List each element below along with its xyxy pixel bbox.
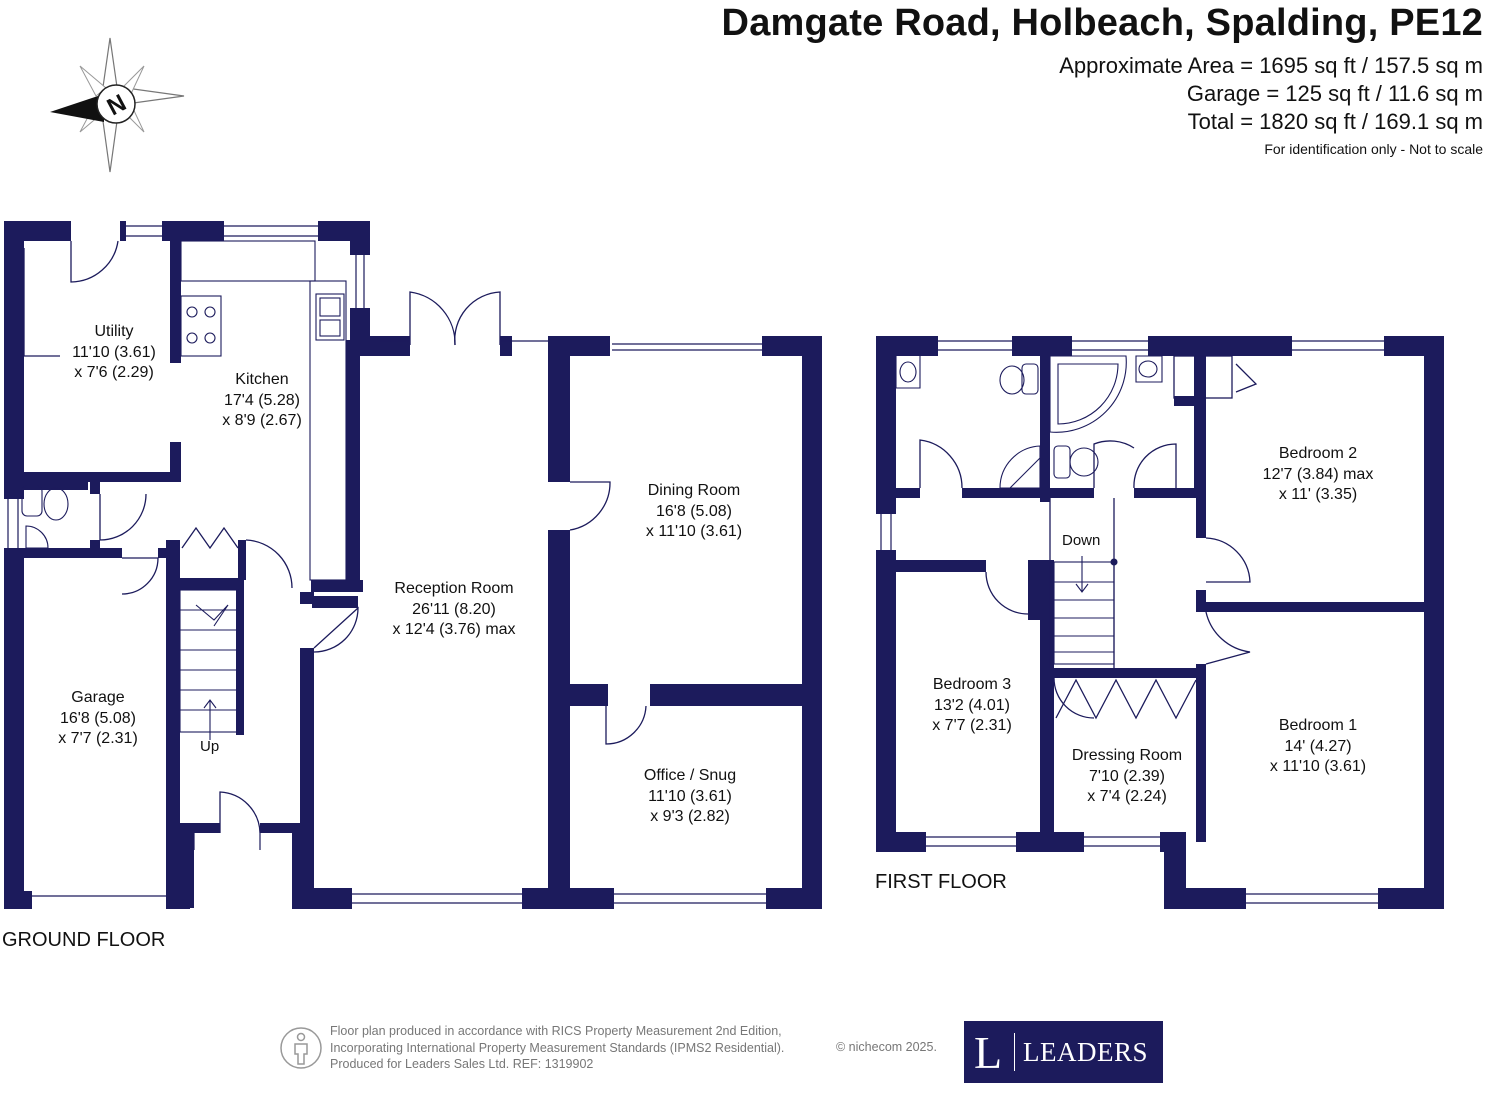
room-dimension: x 11'10 (3.61) [1269,758,1367,775]
ground-floor-label: GROUND FLOOR [2,929,166,951]
area-line: Approximate Area = 1695 sq ft / 157.5 sq… [1059,53,1483,78]
room-label-bedroom-1: Bedroom 1 14' (4.27) x 11'10 (3.61) [1270,716,1366,778]
room-label-bedroom-3: Bedroom 3 13'2 (4.01) x 7'7 (2.31) [932,675,1012,737]
first-floor-label: FIRST FLOOR [875,871,1007,893]
first-floor-doors [919,355,1258,720]
room-dimension: x 11'10 (3.61) [645,523,743,540]
area-line: Garage = 125 sq ft / 11.6 sq m [1186,81,1483,106]
room-label-dining: Dining Room 16'8 (5.08) x 11'10 (3.61) [646,481,742,543]
ground-floor-windows [7,225,766,904]
room-dimension: 11'10 (3.61) [648,787,732,805]
copyright: © nichecom 2025. [836,1040,937,1054]
room-name: Bedroom 2 [1278,445,1358,462]
room-dimension: x 7'7 (2.31) [932,717,1012,734]
leaders-logo: L LEADERS [964,1021,1163,1083]
room-name: Kitchen [235,371,289,388]
room-label-kitchen: Kitchen 17'4 (5.28) x 8'9 (2.67) [222,370,302,432]
ipms-person-icon [280,1027,322,1069]
stairs-up-label: Up [200,738,220,755]
logo-letter: L [974,1026,1003,1078]
room-dimension: 16'8 (5.08) [59,709,136,727]
room-label-utility: Utility 11'10 (3.61) x 7'6 (2.29) [72,322,156,384]
room-name: Utility [94,323,134,340]
room-label-dressing-room: Dressing Room 7'10 (2.39) x 7'4 (2.24) [1072,746,1182,808]
room-dimension: 26'11 (8.20) [412,600,496,618]
room-dimension: 11'10 (3.61) [72,343,156,361]
logo-word: LEADERS [1023,1036,1148,1067]
room-dimension: 16'8 (5.08) [656,502,732,520]
room-dimension: 7'10 (2.39) [1088,767,1165,785]
bathroom-fittings [895,355,1163,489]
room-dimension: 13'2 (4.01) [933,696,1010,714]
first-floor-windows [880,340,1384,904]
room-dimension: x 11' (3.35) [1278,486,1358,503]
ground-floor-stairs [179,589,239,740]
room-dimension: 12'7 (3.84) max [1262,465,1374,483]
kitchen-fittings [21,240,347,581]
first-floor-stairs [1053,556,1118,665]
area-line: Total = 1820 sq ft / 169.1 sq m [1187,109,1483,134]
ground-floor-doors [23,240,647,834]
room-dimension: x 9'3 (2.82) [650,808,730,825]
ground-floor-walls [4,221,822,909]
logo-divider [1014,1033,1015,1071]
footer-notice: Floor plan produced in accordance with R… [330,1023,784,1073]
compass-rose-icon: N [50,37,185,173]
footer-line: Incorporating International Property Mea… [330,1040,785,1055]
room-label-garage: Garage 16'8 (5.08) x 7'7 (2.31) [58,688,138,750]
room-dimension: 14' (4.27) [1284,737,1352,755]
scale-disclaimer: For identification only - Not to scale [1264,141,1483,157]
room-label-office: Office / Snug 11'10 (3.61) x 9'3 (2.82) [644,766,736,828]
room-dimension: x 8'9 (2.67) [222,412,302,429]
room-name: Bedroom 1 [1278,717,1358,734]
area-summary: Approximate Area = 1695 sq ft / 157.5 sq… [1059,52,1483,136]
room-label-reception: Reception Room 26'11 (8.20) x 12'4 (3.76… [392,579,515,641]
room-dimension: x 7'4 (2.24) [1087,788,1167,805]
room-name: Bedroom 3 [932,676,1012,693]
stairs-down-label: Down [1062,532,1101,549]
room-dimension: x 12'4 (3.76) max [392,621,516,638]
room-dimension: x 7'6 (2.29) [74,364,154,381]
room-dimension: x 7'7 (2.31) [58,730,138,747]
room-name: Reception Room [394,580,514,597]
room-name: Office / Snug [643,767,737,784]
page-title: Damgate Road, Holbeach, Spalding, PE12 [721,2,1483,44]
room-dimension: 17'4 (5.28) [223,391,300,409]
footer-line: Floor plan produced in accordance with R… [330,1024,782,1038]
room-name: Dressing Room [1071,747,1183,764]
first-floor-walls [876,336,1444,909]
room-name: Dining Room [647,482,741,499]
room-name: Garage [71,689,125,706]
room-label-bedroom-2: Bedroom 2 12'7 (3.84) max x 11' (3.35) [1263,444,1374,506]
footer-line: Produced for Leaders Sales Ltd. REF: 131… [330,1057,594,1071]
